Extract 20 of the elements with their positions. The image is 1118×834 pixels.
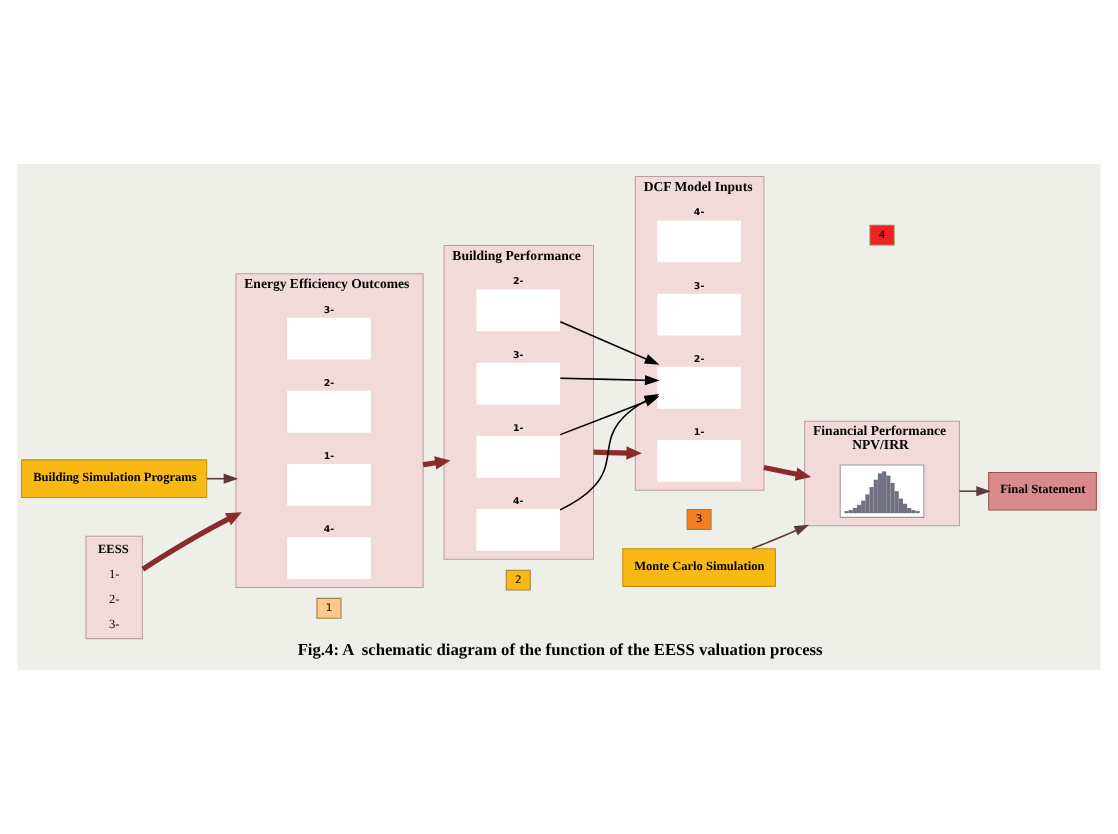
arrow [763, 464, 812, 481]
caption: Fig.4: A schematic diagram of the function of the EESS valuation process [297, 641, 823, 660]
node-box [476, 435, 561, 478]
node-box [287, 537, 371, 580]
node-box [476, 289, 561, 332]
arrow [751, 524, 810, 550]
node-box [476, 362, 561, 405]
arrow [141, 512, 242, 572]
node-box [657, 366, 741, 409]
arrow [559, 375, 660, 386]
node-box [287, 464, 371, 506]
node-box [287, 317, 371, 360]
node-box [657, 220, 741, 263]
node-box [657, 293, 741, 336]
node-box [476, 509, 561, 551]
node-box [287, 390, 371, 433]
arrow [593, 446, 642, 460]
node-box [657, 440, 741, 482]
arrow [559, 321, 660, 365]
arrow [958, 486, 991, 497]
